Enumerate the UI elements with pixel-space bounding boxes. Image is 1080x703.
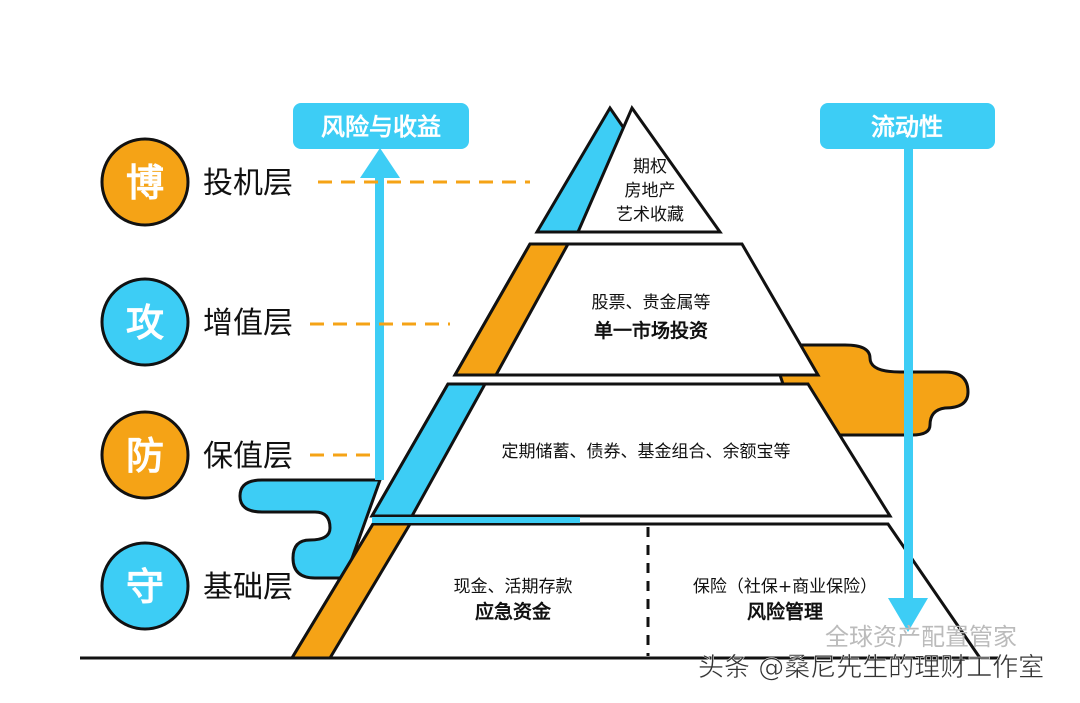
liquidity-badge: 流动性 <box>820 103 995 149</box>
layer-circle-2: 防 <box>100 410 190 500</box>
tier-base-right-line2: 风险管理 <box>747 600 823 623</box>
layer-char-3: 守 <box>126 565 164 609</box>
liquidity-arrow <box>888 140 928 632</box>
layer-name-3: 基础层 <box>203 570 293 605</box>
tier-top-line1: 期权 <box>633 157 667 177</box>
layer-name-0: 投机层 <box>203 166 293 201</box>
tier-second-line1: 股票、贵金属等 <box>592 293 711 313</box>
watermark-wechat: 全球资产配置管家 <box>825 623 1017 651</box>
tier-top-line3: 艺术收藏 <box>616 205 684 225</box>
cloud-left-cyan <box>238 478 383 580</box>
layer-char-1: 攻 <box>126 301 164 345</box>
tier-third-line1: 定期储蓄、债券、基金组合、余额宝等 <box>502 442 791 462</box>
tier-base-right-line1: 保险（社保+商业保险） <box>693 577 877 597</box>
risk-return-badge-label: 风险与收益 <box>321 113 441 141</box>
tier-top-line2: 房地产 <box>625 181 676 201</box>
pyramid-tier-third <box>369 382 893 523</box>
layer-name-1: 增值层 <box>203 306 293 341</box>
layer-circle-0: 博 <box>100 137 190 227</box>
layer-name-2: 保值层 <box>203 439 293 474</box>
layer-circle-1: 攻 <box>100 277 190 367</box>
pyramid-tier-second <box>452 242 821 377</box>
tier-second-line2: 单一市场投资 <box>594 319 708 342</box>
layer-char-2: 防 <box>126 434 164 478</box>
risk-return-badge: 风险与收益 <box>293 103 469 149</box>
risk-return-arrow <box>360 148 400 480</box>
tier-base-left-line1: 现金、活期存款 <box>454 577 573 597</box>
tier-base-left-line2: 应急资金 <box>475 600 552 623</box>
layer-char-0: 博 <box>126 161 164 205</box>
pyramid-tier-top <box>534 104 723 234</box>
layer-circle-3: 守 <box>100 541 190 631</box>
watermark-toutiao: 头条 @桑尼先生的理财工作室 <box>698 653 1044 683</box>
liquidity-badge-label: 流动性 <box>871 113 943 141</box>
